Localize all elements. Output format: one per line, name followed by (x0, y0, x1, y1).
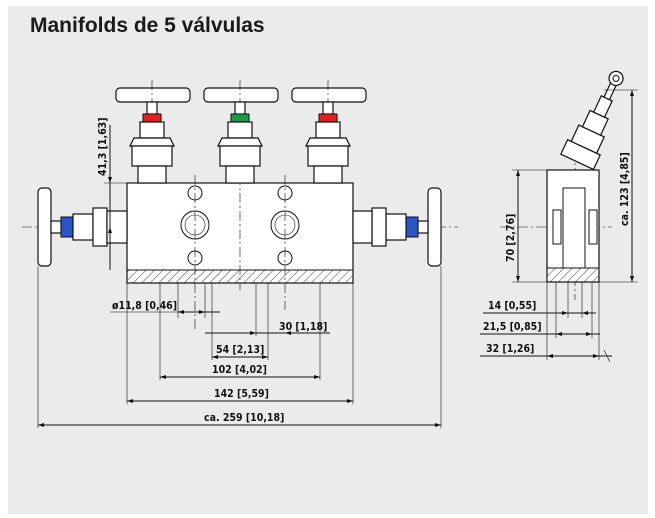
dim-label-70: 70 [2,76] (505, 214, 517, 262)
dim-70: 70 [2,76] (505, 169, 547, 283)
dim-102: 102 [4,02] (160, 364, 320, 379)
dim-54: 54 [2,13] (212, 344, 268, 359)
dim-label-142: 142 [5,59] (214, 388, 269, 400)
dim-32: 32 [1,26] (480, 343, 612, 363)
dim-label-21: 21,5 [0,85] (483, 321, 542, 333)
dim-side-extensions (546, 282, 600, 360)
dim-label-259: ca. 259 [10,18] (204, 412, 284, 424)
dim-14: 14 [0,55] (483, 300, 596, 315)
dim-label-123: ca. 123 [4,85] (619, 152, 631, 226)
page-title: Manifolds de 5 válvulas (30, 14, 265, 37)
dim-label-102: 102 [4,02] (212, 364, 267, 376)
dim-label-bore: ø11,8 [0,46] (112, 300, 177, 312)
valve-left-side (37, 187, 128, 267)
valve-left-top (115, 80, 191, 184)
dim-label-32: 32 [1,26] (486, 343, 534, 355)
dim-142: 142 [5,59] (127, 388, 353, 403)
dim-259: ca. 259 [10,18] (38, 412, 441, 427)
dim-label-14: 14 [0,55] (488, 300, 536, 312)
side-body (546, 169, 600, 283)
valve-right-top (291, 80, 367, 184)
valve-center-top (203, 80, 279, 184)
dim-bore: ø11,8 [0,46] (110, 300, 220, 314)
bore-holes (180, 175, 300, 330)
side-angled-valve (560, 70, 624, 171)
dim-123: ca. 123 [4,85] (599, 89, 638, 283)
dim-label-54: 54 [2,13] (216, 344, 264, 356)
dim-21: 21,5 [0,85] (480, 321, 600, 336)
dim-extension-lines (37, 266, 442, 428)
side-view: 70 [2,76] ca. 123 [4,85] 14 [0,55] (480, 70, 638, 363)
front-view: 41,3 [1,63] ø11,8 [0,46] (22, 80, 458, 428)
dim-30: 30 [1,18] (205, 321, 330, 335)
dim-label-30: 30 [1,18] (279, 321, 327, 333)
valve-right-side (352, 187, 442, 267)
dim-label-41: 41,3 [1,63] (97, 117, 109, 176)
dim-height-41: 41,3 [1,63] (97, 117, 127, 270)
